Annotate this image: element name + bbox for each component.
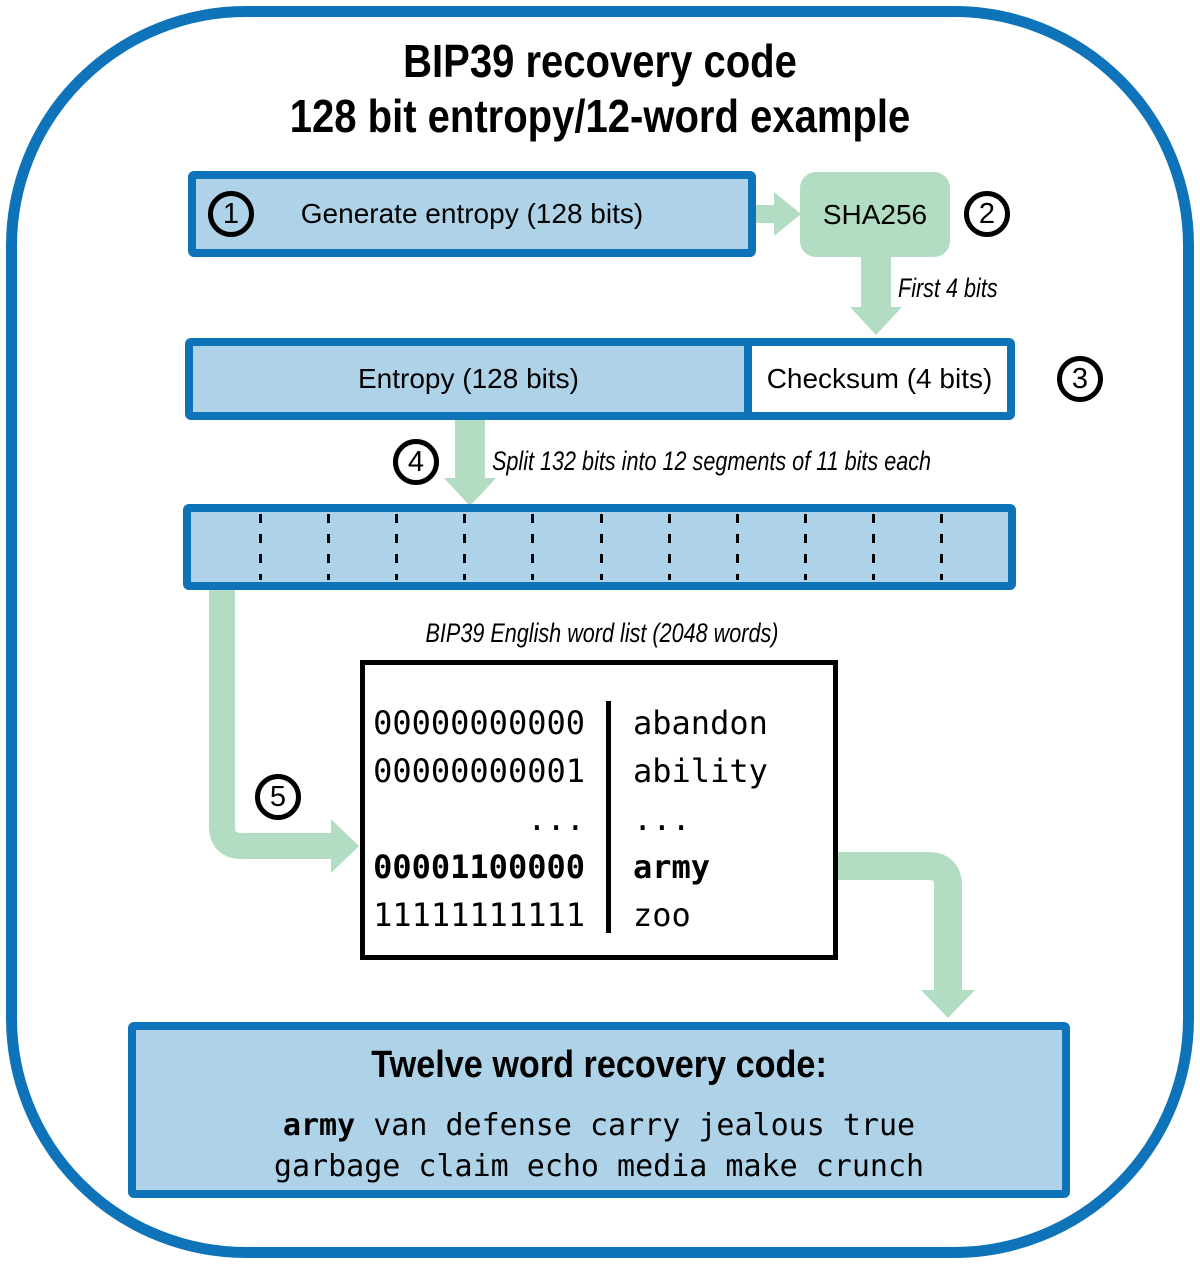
step-2-number: 2 <box>978 197 996 230</box>
entropy-label: Entropy (128 bits) <box>358 363 579 394</box>
segment-divider <box>395 514 399 580</box>
step-1-number: 1 <box>222 197 240 230</box>
segment-divider <box>327 514 331 580</box>
wordlist-row: 11111111111 zoo <box>365 891 833 939</box>
entropy-checksum-divider <box>744 346 752 412</box>
entropy-cell: Entropy (128 bits) <box>193 346 744 412</box>
sha256-label: SHA256 <box>822 198 928 230</box>
recovery-words-line-2: garbage claim echo media make crunch <box>273 1149 925 1184</box>
segment-divider <box>667 514 671 580</box>
arrow-sha256-down <box>850 255 902 335</box>
generate-entropy-label: Generate entropy (128 bits) <box>300 198 644 229</box>
segment-divider <box>939 514 943 580</box>
wordlist-rows: 00000000000 abandon 00000000001 ability … <box>365 699 833 939</box>
step-3-number: 3 <box>1071 362 1089 395</box>
sha256-box: SHA256 <box>800 172 950 257</box>
wordlist-word: abandon <box>633 704 768 742</box>
arrow-segments-to-wordlist <box>209 586 359 873</box>
segment-divider <box>871 514 875 580</box>
segment-divider <box>463 514 467 580</box>
checksum-label: Checksum (4 bits) <box>766 363 993 394</box>
step-5-number: 5 <box>269 780 287 813</box>
title-line-2: 128 bit entropy/12-word example <box>289 90 911 142</box>
step-4-number: 4 <box>407 445 425 478</box>
arrow-wordlist-to-recovery <box>836 852 975 1018</box>
checksum-cell: Checksum (4 bits) <box>752 346 1007 412</box>
recovery-words-rest: van defense carry jealous true <box>355 1108 916 1143</box>
first-4-bits-label: First 4 bits <box>898 273 998 303</box>
wordlist-binary: 11111111111 <box>373 896 585 934</box>
recovery-code-box: Twelve word recovery code: army van defe… <box>128 1022 1070 1198</box>
step-3-badge: 3 <box>1057 356 1103 402</box>
generate-entropy-box: Generate entropy (128 bits) <box>188 171 756 257</box>
title-line-1: BIP39 recovery code <box>403 35 797 87</box>
wordlist-word: ... <box>633 800 691 838</box>
recovery-code-title: Twelve word recovery code: <box>371 1044 827 1086</box>
wordlist-word: army <box>633 848 711 886</box>
arrow-split-down <box>444 418 496 506</box>
step-1-badge: 1 <box>208 191 254 237</box>
wordlist-row: 00000000001 ability <box>365 747 833 795</box>
wordlist-column-divider <box>606 701 611 933</box>
wordlist-word: ability <box>633 752 768 790</box>
wordlist-binary: 00000000001 <box>373 752 585 790</box>
arrow-generate-to-sha256 <box>754 192 801 236</box>
segment-divider <box>259 514 263 580</box>
wordlist-title: BIP39 English word list (2048 words) <box>425 618 779 648</box>
wordlist-binary: 00000000000 <box>373 704 585 742</box>
wordlist-box: 00000000000 abandon 00000000001 ability … <box>360 660 838 960</box>
wordlist-word: zoo <box>633 896 691 934</box>
segment-divider <box>599 514 603 580</box>
recovery-word-highlighted: army <box>282 1108 356 1143</box>
wordlist-row: 00000000000 abandon <box>365 699 833 747</box>
recovery-words-line-1: army van defense carry jealous true <box>283 1105 915 1146</box>
wordlist-binary: ... <box>527 800 585 838</box>
outer-frame <box>6 6 1194 1258</box>
diagram-title: BIP39 recovery code 128 bit entropy/12-w… <box>0 34 1200 144</box>
wordlist-binary: 00001100000 <box>373 848 585 886</box>
step-5-badge: 5 <box>255 774 301 820</box>
step-4-badge: 4 <box>393 439 439 485</box>
segment-divider <box>735 514 739 580</box>
segment-divider <box>531 514 535 580</box>
wordlist-row: ... ... <box>365 795 833 843</box>
step-2-badge: 2 <box>964 191 1010 237</box>
entropy-checksum-box: Entropy (128 bits) Checksum (4 bits) <box>185 338 1015 420</box>
segment-divider <box>803 514 807 580</box>
segments-box <box>183 504 1016 590</box>
split-label: Split 132 bits into 12 segments of 11 bi… <box>492 446 932 476</box>
wordlist-row-highlighted: 00001100000 army <box>365 843 833 891</box>
